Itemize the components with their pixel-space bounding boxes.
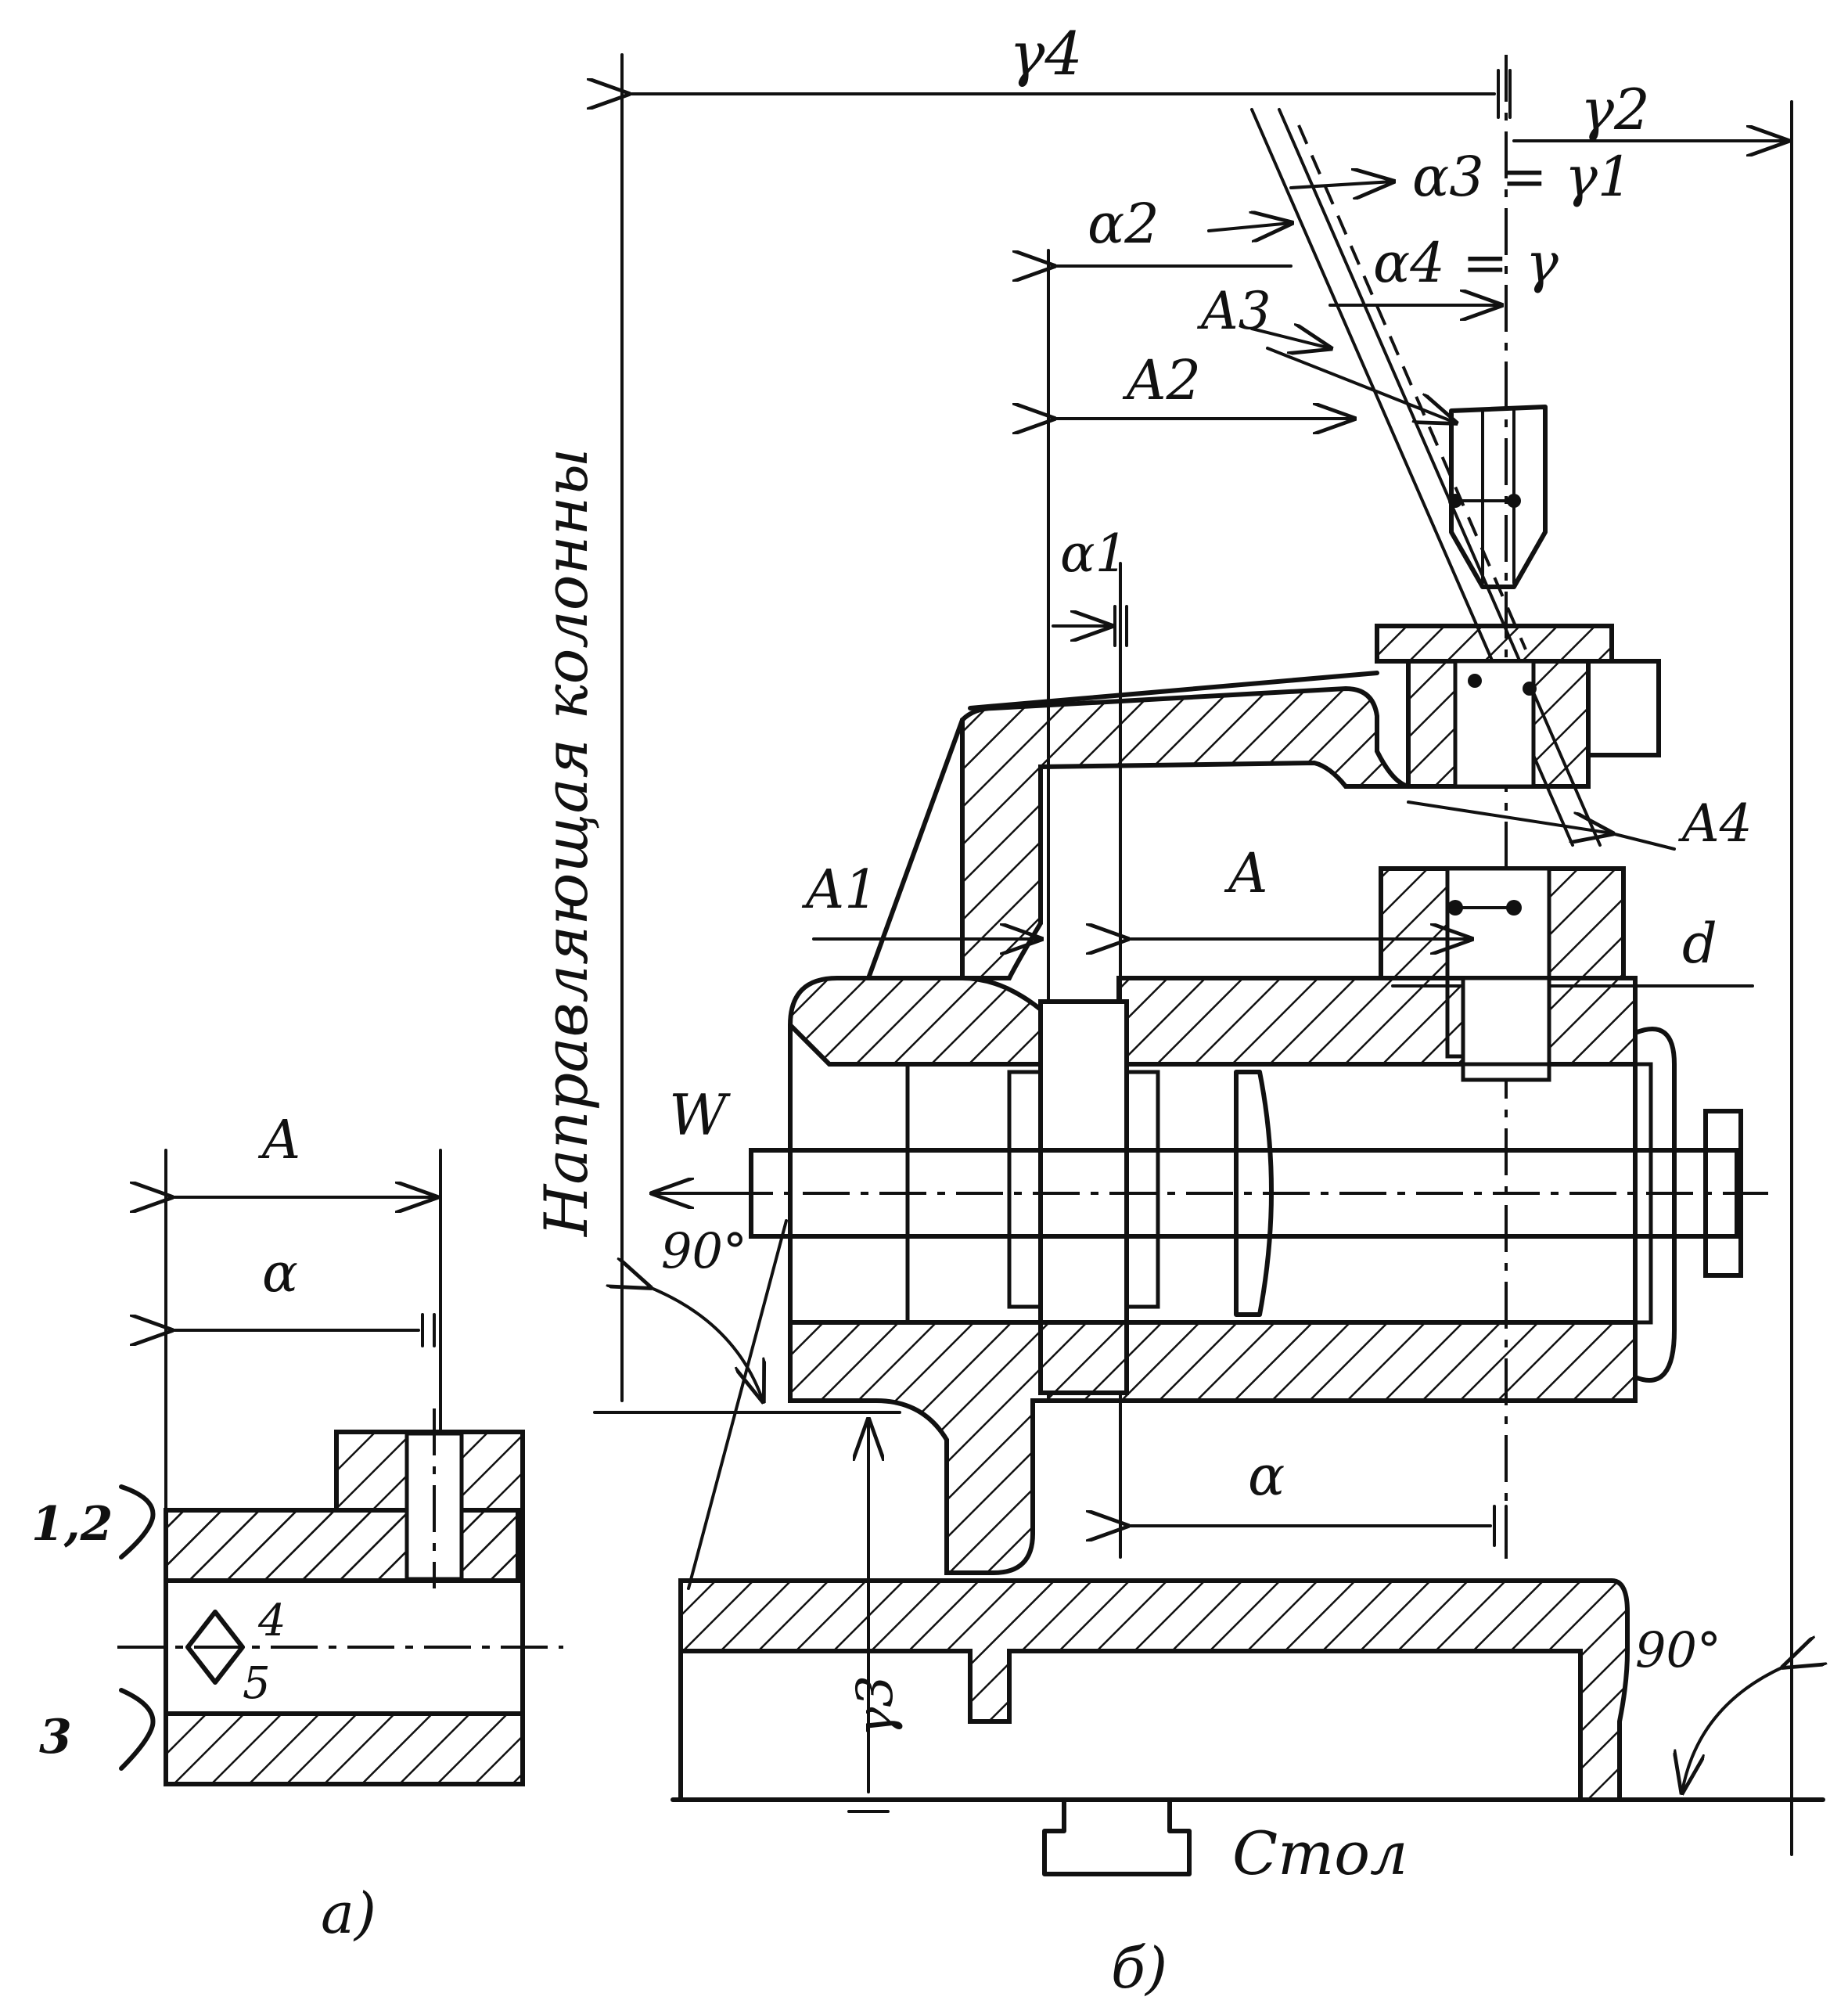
housing-top-right-section bbox=[1116, 976, 1638, 1067]
label-W: W bbox=[669, 1082, 731, 1148]
angle-90-left bbox=[649, 1287, 763, 1401]
view-a-boss-section bbox=[164, 1430, 525, 1583]
label-gamma2: γ2 bbox=[1580, 77, 1650, 142]
dim-A4 bbox=[1407, 800, 1612, 833]
label-alpha2: α2 bbox=[1088, 192, 1159, 256]
label-angle-left: 90° bbox=[661, 1222, 747, 1279]
label-alpha4: α4 = γ bbox=[1373, 231, 1559, 295]
label-A: A bbox=[1224, 841, 1268, 905]
label-angle-right: 90° bbox=[1635, 1621, 1721, 1678]
view-a-surface-4: 4 bbox=[257, 1595, 286, 1646]
label-gamma4: γ4 bbox=[1009, 19, 1083, 88]
angle-90-right bbox=[1682, 1667, 1784, 1792]
label-alpha1: α1 bbox=[1060, 523, 1128, 584]
dim-alpha3 bbox=[1289, 182, 1393, 188]
view-a-label-A: A bbox=[257, 1110, 300, 1171]
jig-bracket-section bbox=[960, 685, 1409, 980]
column-guide-label: Направляющая колонны bbox=[531, 448, 601, 1238]
label-d: d bbox=[1682, 912, 1717, 976]
dim-alpha2 bbox=[1207, 223, 1291, 231]
shaft-nut bbox=[1703, 1109, 1743, 1278]
view-a-surface-1-2: 1,2 bbox=[31, 1497, 113, 1552]
label-alpha3: α3 = γ1 bbox=[1412, 145, 1632, 209]
view-b: Направляющая колонны γ4 γ2 α3 = γ1 α2 α4… bbox=[531, 19, 1823, 2001]
base-section bbox=[678, 1578, 1630, 1802]
housing-top-section bbox=[787, 976, 1043, 1067]
table-tee bbox=[1042, 1797, 1192, 1876]
view-a-locator-symbol bbox=[185, 1610, 245, 1685]
label-A4: A4 bbox=[1677, 793, 1753, 854]
view-b-caption: б) bbox=[1111, 1935, 1167, 2001]
label-gamma3: γ3 bbox=[847, 1675, 904, 1737]
view-a-caption: а) bbox=[321, 1880, 376, 1946]
table-label: Стол bbox=[1232, 1819, 1408, 1888]
label-A2: A2 bbox=[1122, 348, 1201, 412]
housing-bottom-section bbox=[788, 1320, 1638, 1575]
view-a-surface-3: 3 bbox=[39, 1710, 72, 1765]
view-a-surface-5: 5 bbox=[243, 1658, 271, 1709]
label-A1: A1 bbox=[801, 859, 878, 921]
view-a: A α 1,2 4 5 3 а) bbox=[31, 1110, 563, 1946]
bushing-upper bbox=[1375, 624, 1614, 664]
label-alpha: α bbox=[1248, 1444, 1285, 1508]
drill-bit bbox=[1449, 405, 1548, 589]
view-a-label-alpha: α bbox=[262, 1243, 298, 1304]
view-a-lower-section bbox=[164, 1711, 525, 1786]
